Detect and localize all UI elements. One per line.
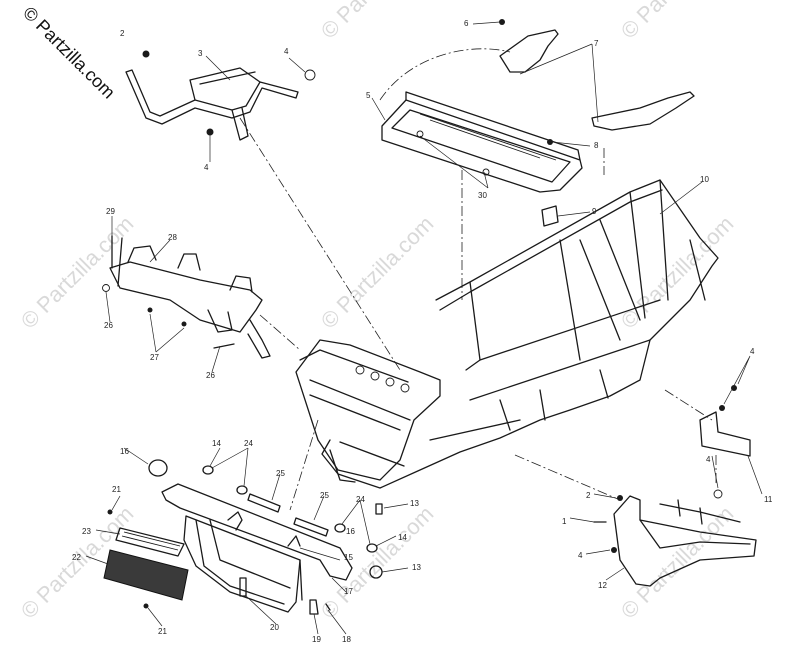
callout-13: 13 — [410, 499, 419, 508]
leader-lines — [85, 21, 763, 635]
callout-4: 4 — [578, 551, 583, 560]
watermark-tile: © Partzilla.com — [16, 211, 139, 334]
callout-labels: 2 3 4 4 5 6 7 8 30 9 10 29 28 26 27 26 4… — [72, 19, 773, 644]
grommet — [366, 543, 378, 553]
callout-30: 30 — [478, 191, 487, 200]
callout-14: 14 — [398, 533, 407, 542]
callout-21: 21 — [158, 627, 167, 636]
front-support-assembly — [102, 235, 271, 359]
callout-29: 29 — [106, 207, 115, 216]
callout-16: 16 — [120, 447, 129, 456]
screw — [325, 603, 331, 611]
bolt — [239, 577, 247, 597]
callout-25: 25 — [320, 491, 329, 500]
callout-17: 17 — [344, 587, 353, 596]
callout-21: 21 — [112, 485, 121, 494]
callout-18: 18 — [342, 635, 351, 644]
callout-16: 16 — [346, 527, 355, 536]
bolt — [293, 517, 329, 537]
rack-support-plate — [499, 19, 695, 145]
callout-24: 24 — [356, 495, 365, 504]
callout-11: 11 — [764, 495, 773, 504]
callout-8: 8 — [594, 141, 599, 150]
bolt — [247, 493, 281, 513]
washer — [236, 485, 248, 495]
callout-15: 15 — [344, 553, 353, 562]
callout-19: 19 — [312, 635, 321, 644]
callout-9: 9 — [592, 207, 597, 216]
callout-4: 4 — [284, 47, 289, 56]
callout-6: 6 — [464, 19, 469, 28]
footrest — [593, 495, 757, 587]
watermark-tile: © Partzilla.com — [616, 0, 739, 44]
side-bracket — [699, 411, 751, 457]
watermark-tile: © Partzilla.com — [616, 501, 739, 624]
callout-4: 4 — [204, 163, 209, 172]
callout-3: 3 — [198, 49, 203, 58]
callout-1: 1 — [562, 517, 567, 526]
main-frame — [295, 179, 719, 489]
callout-12: 12 — [598, 581, 607, 590]
watermark-tile: © Partzilla.com — [316, 0, 439, 44]
watermark-tile: © Partzilla.com — [316, 211, 439, 334]
watermark-main: © Partzilla.com — [19, 3, 119, 103]
callout-10: 10 — [700, 175, 709, 184]
rear-rack-frame — [381, 91, 583, 193]
callout-23: 23 — [82, 527, 91, 536]
callout-7: 7 — [594, 39, 599, 48]
callout-26: 26 — [104, 321, 113, 330]
callout-28: 28 — [168, 233, 177, 242]
rear-rack-bracket — [125, 50, 316, 141]
grommet — [202, 465, 214, 475]
small-bracket — [541, 205, 559, 227]
callout-4: 4 — [750, 347, 755, 356]
callout-26: 26 — [206, 371, 215, 380]
front-bumper — [161, 483, 353, 613]
washer — [334, 523, 346, 533]
callout-13: 13 — [412, 563, 421, 572]
callout-4: 4 — [706, 455, 711, 464]
callout-5: 5 — [366, 91, 371, 100]
bumper-cap — [148, 459, 168, 477]
callout-14: 14 — [212, 439, 221, 448]
callout-2: 2 — [120, 29, 125, 38]
grille-mesh — [115, 527, 185, 557]
assembly-lines — [239, 48, 717, 511]
callout-25: 25 — [276, 469, 285, 478]
callout-2: 2 — [586, 491, 591, 500]
callout-24: 24 — [244, 439, 253, 448]
plug — [375, 503, 383, 515]
callout-27: 27 — [150, 353, 159, 362]
callout-20: 20 — [270, 623, 279, 632]
grille-plate — [103, 549, 189, 601]
watermark-tiles: © Partzilla.com © Partzilla.com © Partzi… — [16, 0, 739, 624]
clip — [309, 599, 319, 615]
callout-22: 22 — [72, 553, 81, 562]
